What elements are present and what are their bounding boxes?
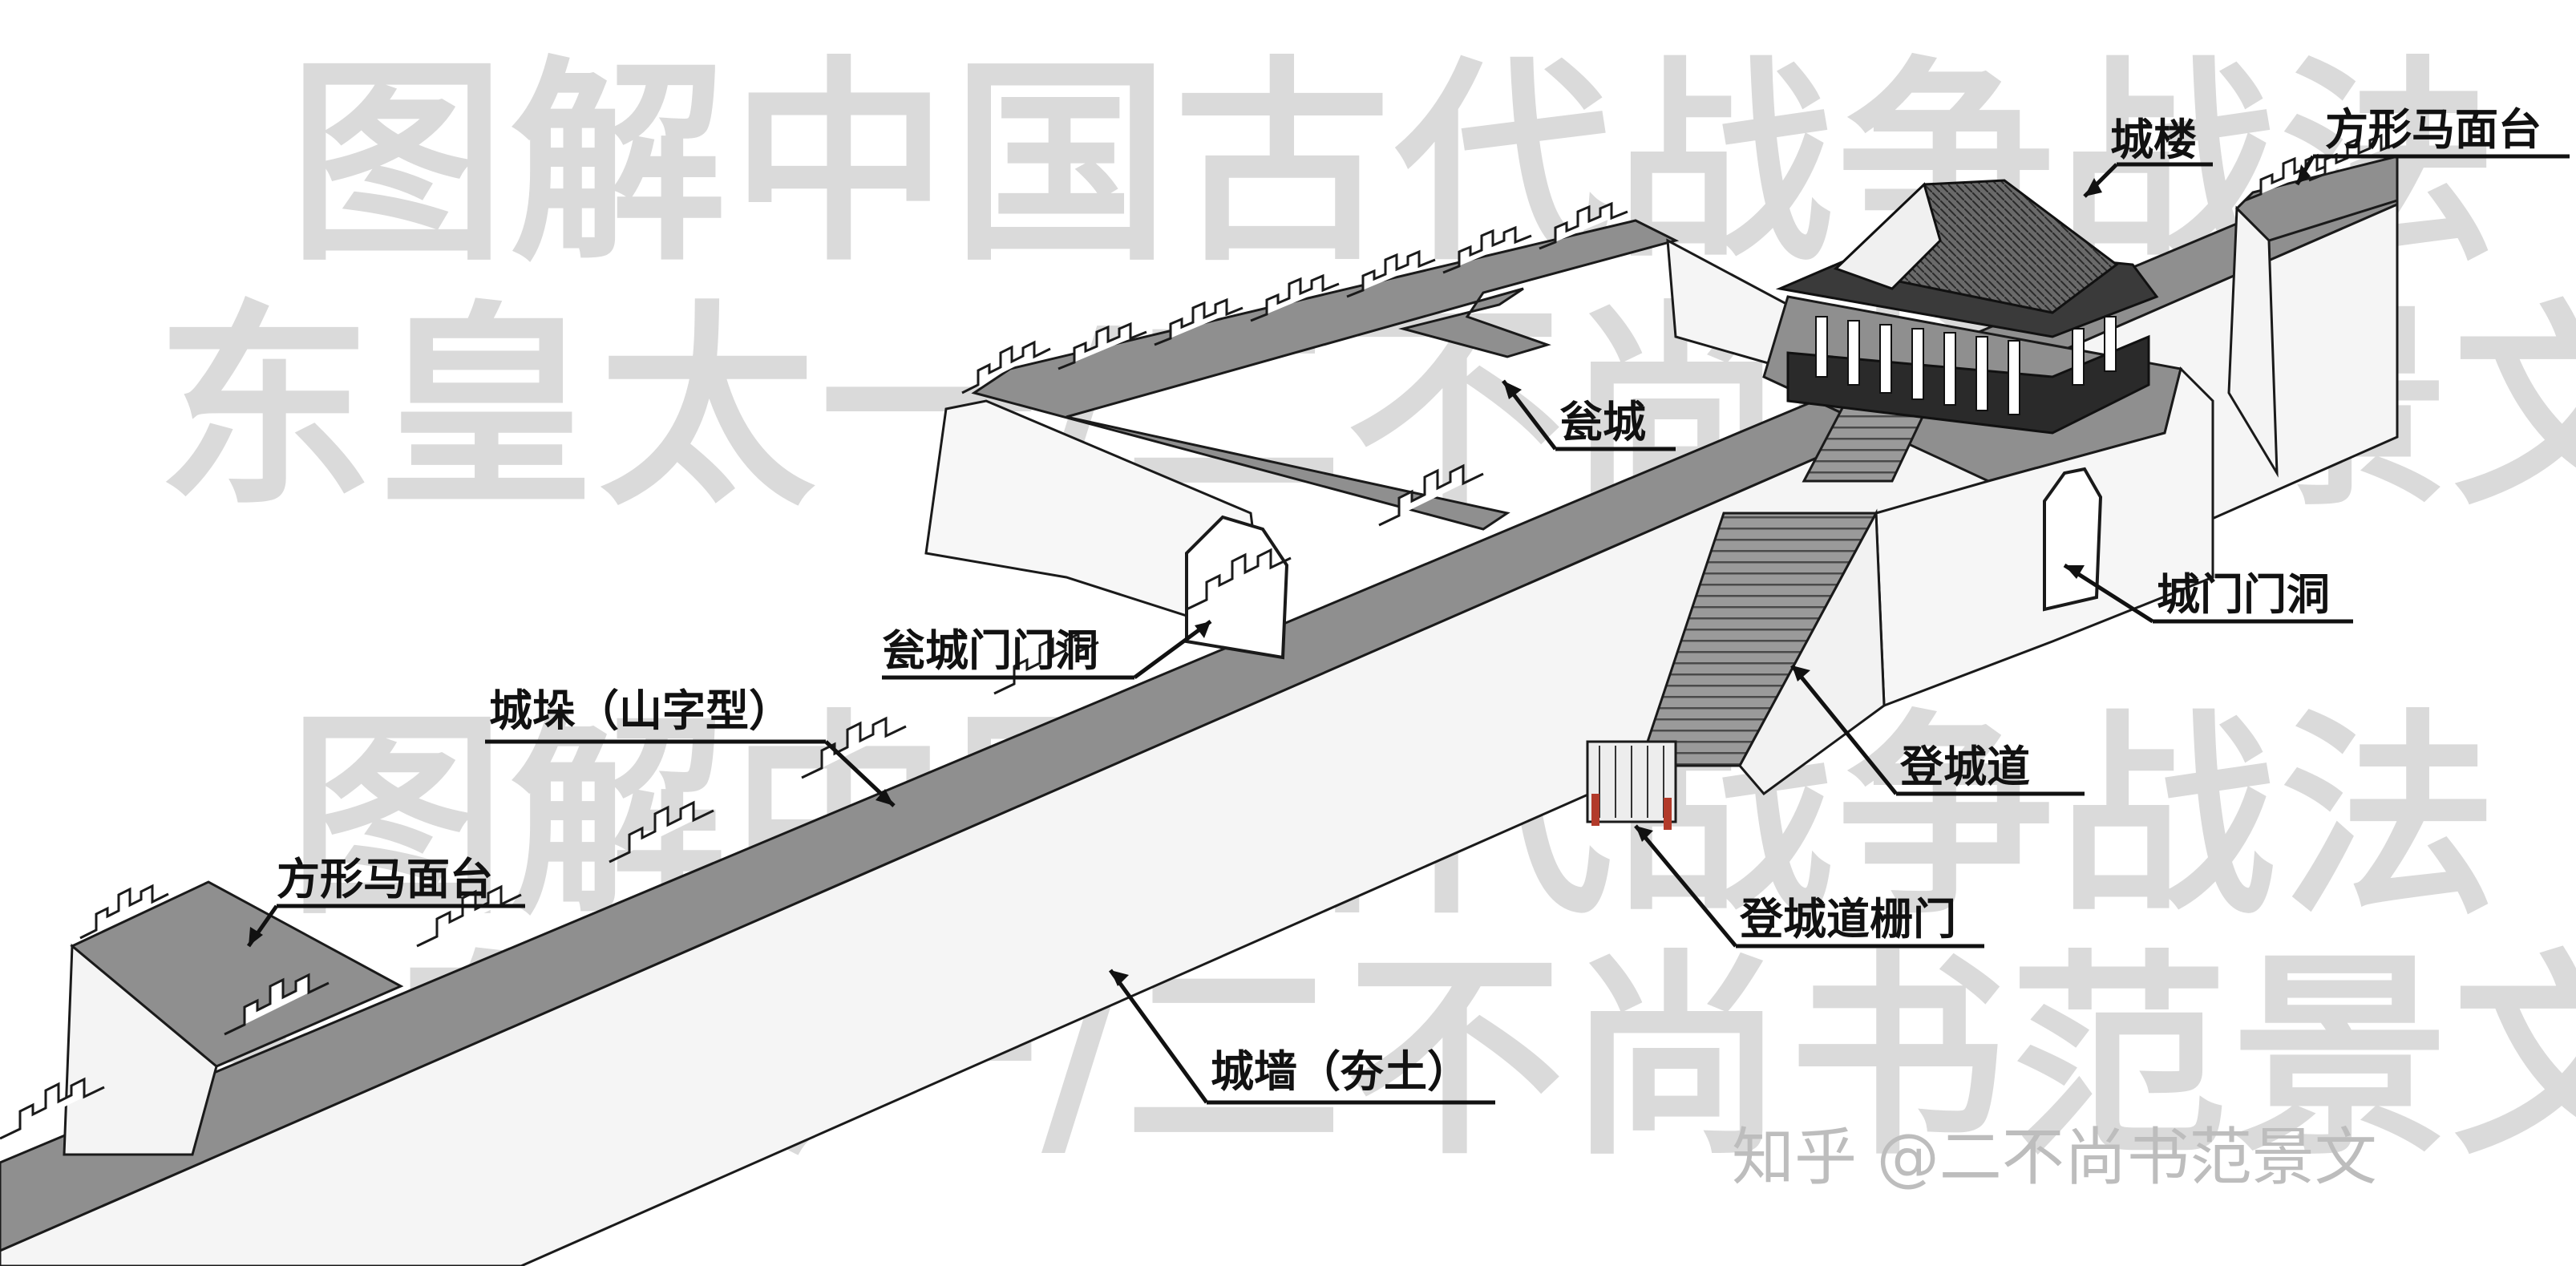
- tower-roof-gable: [1834, 182, 1942, 290]
- crenellations: [0, 133, 2398, 1140]
- leader-arrowheads: [249, 164, 2311, 986]
- leader-wengcheng-mendong: [882, 619, 1212, 680]
- leader-chengqiang: [1108, 969, 1495, 1105]
- label-chenglou: 城楼: [2110, 115, 2197, 165]
- tower-columns: [1815, 316, 2117, 415]
- tower-base: [1786, 334, 2150, 435]
- city-gate-arch: [2043, 467, 2103, 612]
- label-chengqiang: 城墙（夯土）: [1211, 1046, 1470, 1097]
- label-chengmen-mendong: 城门门洞: [2157, 569, 2330, 620]
- label-madiantai-left: 方形马面台: [277, 854, 493, 904]
- barbican-gate-arch: [1185, 515, 1289, 660]
- barbican-walkway: [971, 219, 1680, 531]
- right-bastion-face: [2227, 205, 2279, 478]
- barbican-back-face: [1666, 238, 1789, 370]
- label-wengcheng: 瓮城: [1559, 397, 1646, 447]
- leader-chengmen-mendong: [2063, 563, 2353, 624]
- ramp-side: [1738, 508, 1886, 796]
- leader-zhamen: [1634, 824, 1984, 948]
- credit-watermark: 知乎 @二不尚书范景文: [1732, 1122, 2377, 1194]
- label-wengcheng-mendong: 瓮城门门洞: [882, 625, 1098, 676]
- leader-chenglou: [2083, 162, 2213, 198]
- leader-dengchengdao: [1790, 664, 2085, 796]
- left-bastion-face: [63, 943, 218, 1156]
- label-chengduo: 城垛（山字型）: [489, 686, 792, 736]
- label-dengchengdao: 登城道: [1900, 742, 2030, 792]
- label-dengchengdao-zhamen: 登城道栅门: [1740, 894, 1956, 944]
- label-madiantai-right: 方形马面台: [2325, 104, 2542, 155]
